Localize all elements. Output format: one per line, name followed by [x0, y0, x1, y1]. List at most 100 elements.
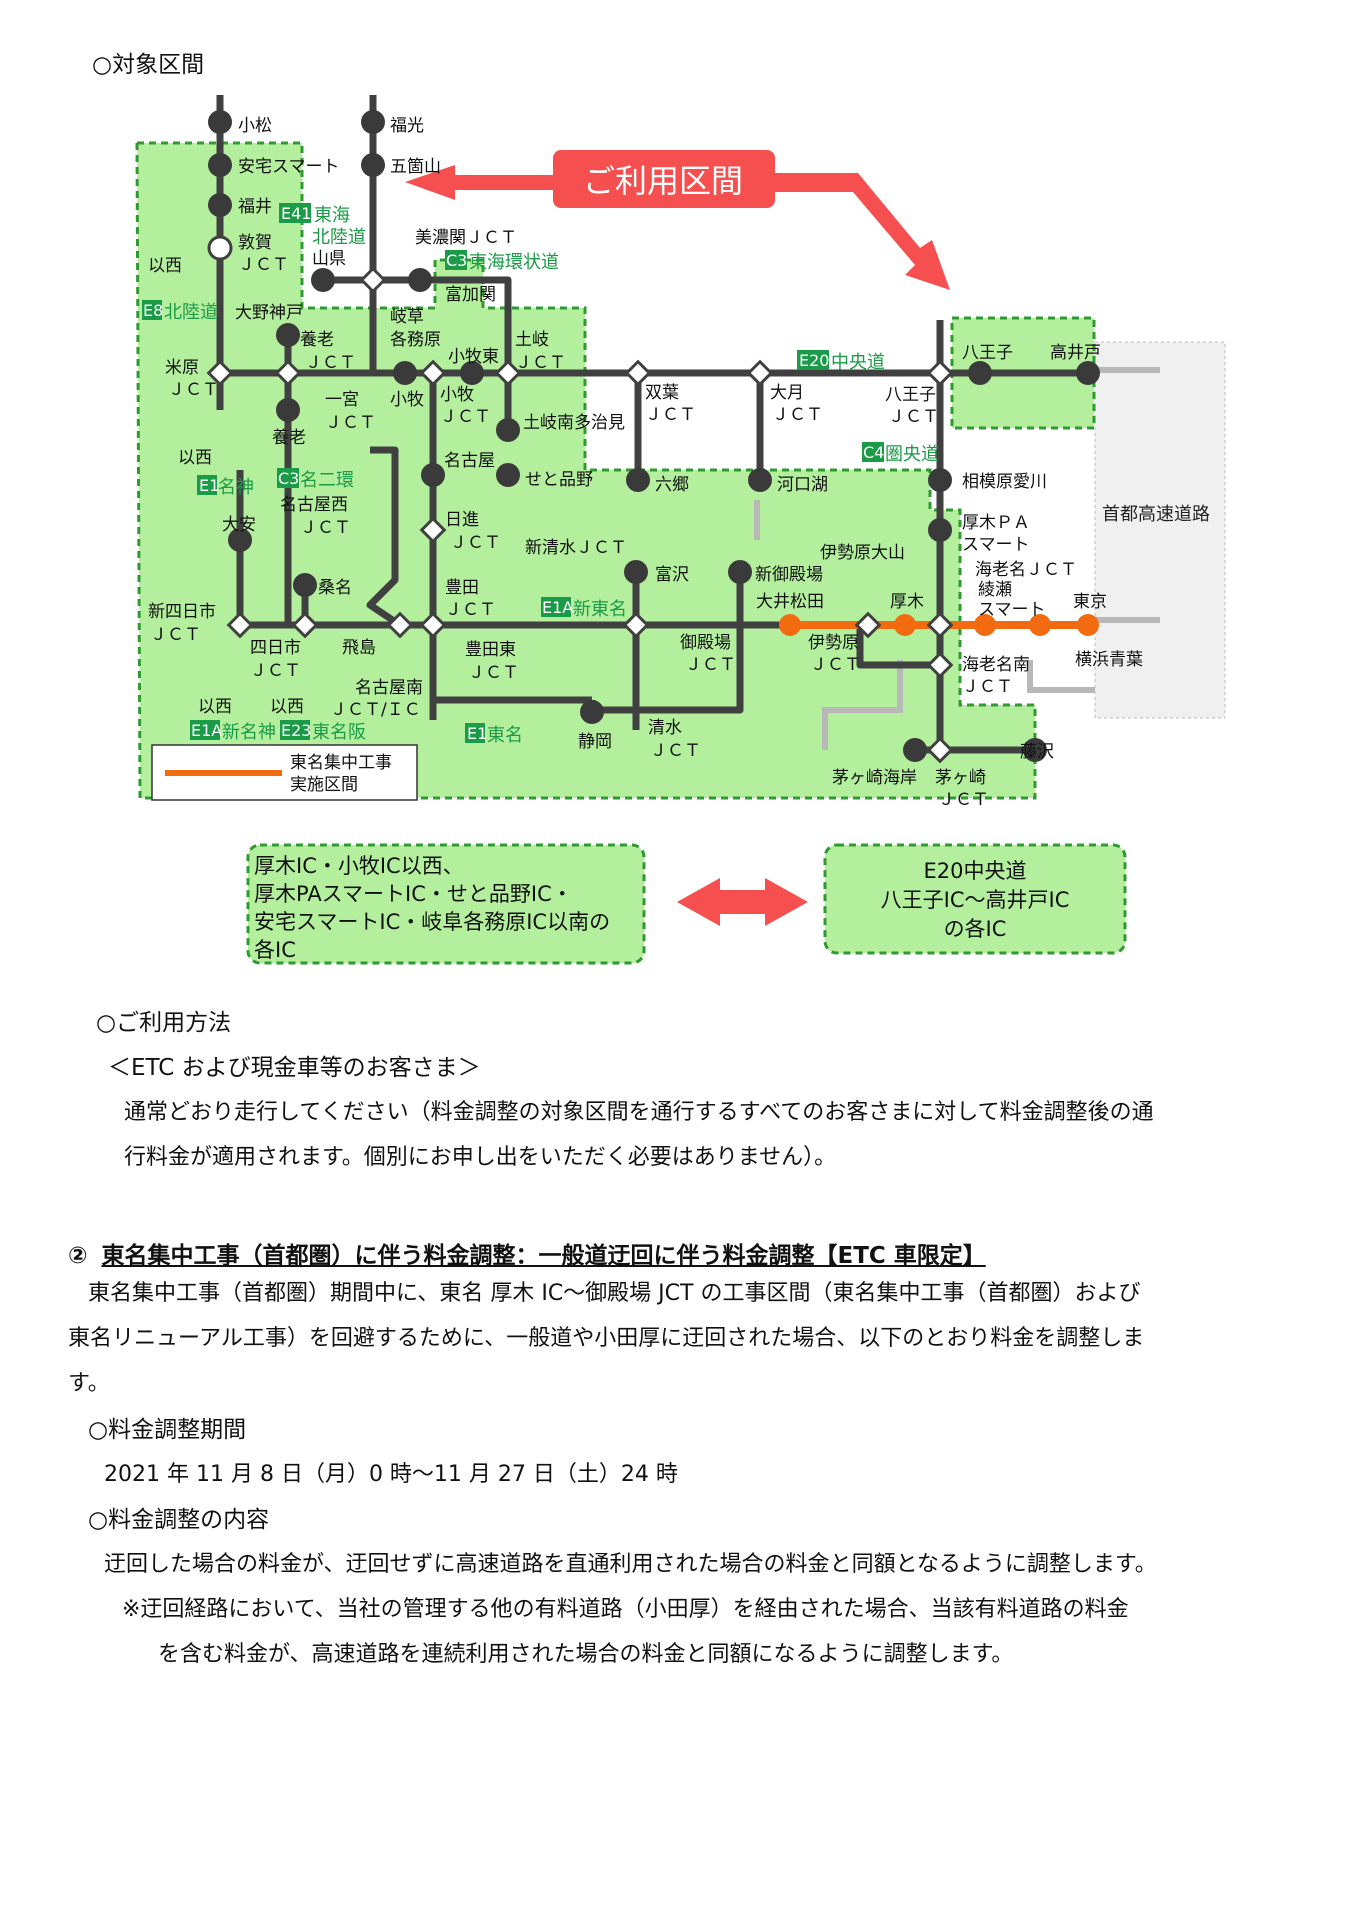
svg-text:一宮: 一宮	[325, 390, 359, 410]
content-title: ○料金調整の内容	[88, 1507, 270, 1533]
content-line-1: 迂回した場合の料金が、迂回せずに高速道路を直通利用された場合の料金と同額となるよ…	[104, 1552, 1157, 1577]
svg-text:各務原: 各務原	[390, 330, 441, 350]
svg-text:養老: 養老	[300, 330, 334, 350]
svg-text:ＪＣＴ: ＪＣＴ	[325, 413, 376, 433]
svg-text:ＪＣＴ: ＪＣＴ	[888, 407, 939, 427]
section2-para-3: す。	[68, 1371, 110, 1396]
box-right-line-3: の各IC	[944, 917, 1007, 941]
svg-text:E1A: E1A	[191, 721, 222, 740]
svg-text:ＪＣＴ: ＪＣＴ	[300, 518, 351, 538]
note-line-1: ※迂回経路において、当社の管理する他の有料道路（小田厚）を経由された場合、当該有…	[122, 1597, 1129, 1622]
legend-label-2: 実施区間	[290, 775, 358, 795]
highlight-label-bg	[553, 150, 775, 208]
svg-text:六郷: 六郷	[655, 475, 689, 495]
svg-text:日進: 日進	[445, 510, 479, 530]
svg-text:八王子: 八王子	[962, 343, 1013, 363]
jct-nodes	[206, 235, 954, 764]
svg-text:E1A: E1A	[542, 598, 573, 617]
svg-text:以西: 以西	[148, 256, 182, 276]
svg-text:土岐: 土岐	[515, 330, 549, 350]
svg-text:以西: 以西	[270, 697, 304, 717]
svg-text:新四日市: 新四日市	[148, 602, 216, 622]
tokyo-expressway-label: 首都高速道路	[1102, 504, 1210, 525]
period-value: 2021 年 11 月 8 日（月）0 時～11 月 27 日（土）24 時	[104, 1462, 678, 1487]
construction-nodes	[779, 614, 1099, 636]
svg-text:大井松田: 大井松田	[756, 592, 824, 612]
double-arrow-red	[677, 878, 808, 926]
svg-text:厚木: 厚木	[890, 592, 924, 612]
svg-text:ＪＣＴ: ＪＣＴ	[238, 255, 289, 275]
svg-text:東海環状道: 東海環状道	[469, 252, 559, 273]
period-title: ○料金調整期間	[88, 1417, 247, 1443]
box-left-line-2: 厚木PAスマートIC・せと品野IC・	[254, 882, 573, 906]
tokyo-expressway-area	[1094, 341, 1226, 719]
route-map: 首都高速道路	[135, 95, 1226, 965]
svg-text:小牧: 小牧	[390, 390, 424, 410]
svg-text:富加関: 富加関	[445, 285, 496, 305]
svg-text:圏央道: 圏央道	[885, 444, 939, 465]
svg-text:C4: C4	[863, 443, 884, 462]
svg-text:ＪＣＴ: ＪＣＴ	[305, 353, 356, 373]
svg-text:東海: 東海	[314, 205, 350, 226]
svg-text:ＪＣＴ: ＪＣＴ	[772, 405, 823, 425]
svg-text:E1: E1	[199, 476, 219, 495]
svg-text:ＪＣＴ: ＪＣＴ	[468, 663, 519, 683]
svg-text:ＪＣＴ: ＪＣＴ	[962, 677, 1013, 697]
svg-text:飛島: 飛島	[342, 638, 376, 658]
svg-text:伊勢原大山: 伊勢原大山	[820, 543, 905, 563]
svg-text:双葉: 双葉	[645, 383, 679, 403]
section2-para-1: 東名集中工事（首都圏）期間中に、東名 厚木 IC～御殿場 JCT の工事区間（東…	[88, 1281, 1141, 1306]
usage-subtitle: ＜ETC および現金車等のお客さま＞	[108, 1055, 481, 1081]
box-right-line-2: 八王子IC～高井戸IC	[881, 888, 1070, 912]
svg-text:C3: C3	[446, 251, 467, 270]
svg-text:厚木ＰＡ: 厚木ＰＡ	[962, 513, 1030, 533]
arrow-right-red	[775, 173, 950, 290]
svg-text:ＪＣＴ: ＪＣＴ	[938, 790, 989, 810]
svg-text:豊田: 豊田	[445, 578, 479, 598]
svg-text:北陸道: 北陸道	[312, 227, 366, 248]
svg-text:御殿場: 御殿場	[680, 633, 731, 653]
svg-text:伊勢原: 伊勢原	[808, 633, 859, 653]
svg-text:北陸道: 北陸道	[164, 302, 218, 323]
svg-text:敦賀: 敦賀	[238, 233, 272, 253]
svg-text:ＪＣＴ: ＪＣＴ	[150, 625, 201, 645]
svg-text:以西: 以西	[178, 448, 212, 468]
svg-text:清水: 清水	[648, 718, 682, 738]
svg-text:東京: 東京	[1073, 592, 1107, 612]
svg-text:E20: E20	[799, 351, 829, 370]
svg-text:小牧: 小牧	[440, 385, 474, 405]
route-badges: E41 東海 北陸道 E8 北陸道 C3 東海環状道 C3 名二環 E1 名神 …	[142, 203, 939, 746]
svg-text:小牧東: 小牧東	[448, 347, 499, 367]
svg-text:ＪＣＴ: ＪＣＴ	[250, 661, 301, 681]
svg-text:東名: 東名	[487, 725, 523, 746]
svg-text:桑名: 桑名	[318, 578, 352, 598]
box-right	[823, 843, 1127, 955]
svg-text:新御殿場: 新御殿場	[755, 565, 823, 585]
svg-text:綾瀬: 綾瀬	[978, 580, 1012, 600]
svg-text:スマート: スマート	[962, 535, 1030, 555]
svg-text:名神: 名神	[218, 477, 254, 498]
ic-nodes	[208, 110, 1100, 762]
svg-text:E1: E1	[467, 724, 487, 743]
svg-text:安宅スマート: 安宅スマート	[238, 157, 340, 177]
svg-text:高井戸: 高井戸	[1050, 343, 1101, 363]
svg-text:中央道: 中央道	[831, 352, 885, 373]
node-labels: 小松 安宅スマート 福井 敦賀 ＪＣＴ 以西 福光 五箇山 山県 美濃関ＪＣＴ …	[148, 116, 1143, 810]
svg-text:小松: 小松	[238, 116, 272, 136]
usage-line-1: 通常どおり走行してください（料金調整の対象区間を通行するすべてのお客さまに対して…	[124, 1100, 1154, 1125]
svg-text:ＪＣＴ: ＪＣＴ	[445, 600, 496, 620]
svg-text:富沢: 富沢	[655, 565, 689, 585]
svg-text:土岐南多治見: 土岐南多治見	[523, 413, 625, 433]
target-area-main	[135, 141, 1037, 800]
svg-text:茅ヶ崎: 茅ヶ崎	[935, 768, 986, 788]
svg-text:ＪＣＴ: ＪＣＴ	[168, 380, 219, 400]
section2-para-2: 東名リニューアル工事）を回避するために、一般道や小田厚に迂回された場合、以下のと…	[68, 1326, 1145, 1351]
box-left-line-3: 安宅スマートIC・岐阜各務原IC以南の	[254, 910, 610, 934]
box-left-line-4: 各IC	[254, 938, 296, 962]
svg-text:せと品野: せと品野	[525, 470, 593, 490]
svg-text:豊田東: 豊田東	[465, 640, 516, 660]
svg-text:岐草: 岐草	[390, 307, 424, 327]
svg-text:藤沢: 藤沢	[1020, 742, 1054, 762]
svg-text:名二環: 名二環	[300, 470, 354, 491]
